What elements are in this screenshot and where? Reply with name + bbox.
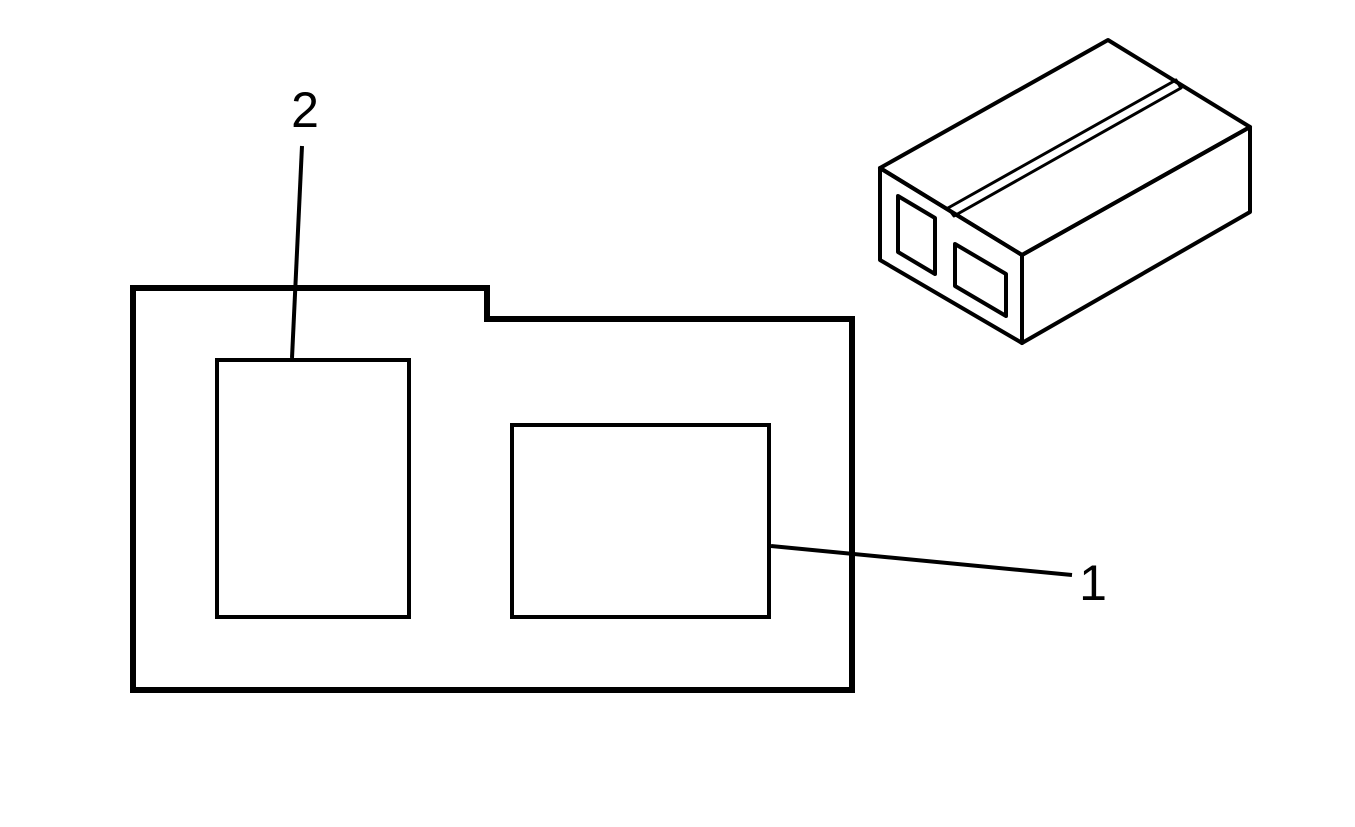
- connector-3d-ridge: [946, 78, 1183, 218]
- connector-face-outline: [130, 285, 855, 693]
- leader-line-2: [290, 145, 304, 359]
- callout-label-1: 1: [1079, 555, 1107, 611]
- connector-3d-cavity-right: [953, 242, 1008, 318]
- cavity-1: [510, 423, 771, 619]
- connector-3d-side: [1020, 125, 1252, 345]
- connector-3d-cavity-left: [896, 194, 937, 276]
- cavity-2: [215, 358, 411, 619]
- leader-line-1: [770, 544, 1073, 577]
- connector-3d-view: [878, 38, 1252, 345]
- callout-label-2: 2: [291, 82, 319, 138]
